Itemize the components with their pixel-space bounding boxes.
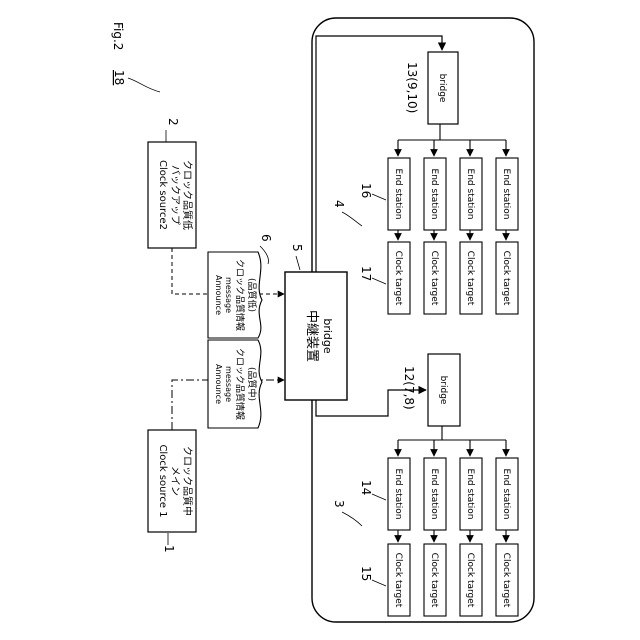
ref-12: 12(7,8) bbox=[402, 366, 416, 410]
clock-target-label: Clock target bbox=[429, 251, 439, 306]
clock-target: Clock target bbox=[424, 544, 446, 616]
announce-2-line4: (品質低) bbox=[246, 278, 258, 312]
clock-target-label: Clock target bbox=[465, 553, 475, 608]
ref-17: 17 bbox=[359, 266, 373, 281]
end-station: End station bbox=[388, 158, 410, 230]
ref-2: 2 bbox=[166, 118, 180, 126]
clock-target: Clock target bbox=[388, 242, 410, 314]
announce-2-line3: クロック品質情報 bbox=[234, 259, 246, 331]
bridge-13-label: bridge bbox=[437, 74, 447, 103]
end-station-label: End station bbox=[429, 469, 439, 520]
ref-14: 14 bbox=[359, 480, 373, 495]
clock-source-1-line3: クロック品質中 bbox=[181, 446, 194, 516]
clock-target-label: Clock target bbox=[465, 251, 475, 306]
announce-1-line4: (品質中) bbox=[246, 367, 258, 401]
end-station: End station bbox=[460, 458, 482, 530]
clock-target-label: Clock target bbox=[429, 553, 439, 608]
bridge-12-box: bridge bbox=[428, 354, 460, 426]
figure-label: Fig.2 bbox=[111, 22, 125, 50]
clock-source-1-line1: Clock source 1 bbox=[157, 444, 168, 517]
end-station-label: End station bbox=[465, 169, 475, 220]
clock-target-label: Clock target bbox=[501, 553, 511, 608]
end-station-label: End station bbox=[501, 169, 511, 220]
ref-18-leader bbox=[128, 78, 160, 92]
clock-target: Clock target bbox=[496, 544, 518, 616]
ref-6: 6 bbox=[259, 234, 273, 242]
end-station: End station bbox=[424, 458, 446, 530]
announce-1-line3: クロック品質情報 bbox=[234, 348, 246, 420]
ref-3: 3 bbox=[332, 500, 346, 508]
ref-16: 16 bbox=[359, 183, 373, 198]
ref-13: 13(9,10) bbox=[405, 62, 419, 113]
end-station-label: End station bbox=[429, 169, 439, 220]
announce-2-line2: message bbox=[224, 277, 233, 313]
clock-target-label: Clock target bbox=[393, 553, 403, 608]
relay-bridge-box: 中継装置 bridge bbox=[285, 272, 347, 400]
relay-line2: bridge bbox=[321, 318, 334, 354]
clock-target: Clock target bbox=[388, 544, 410, 616]
end-station-label: End station bbox=[393, 169, 403, 220]
clock-source-1-box: Clock source 1 メイン クロック品質中 bbox=[148, 430, 196, 532]
announce-message-2: Announce message クロック品質情報 (品質低) bbox=[208, 252, 262, 338]
clock-target-label: Clock target bbox=[501, 251, 511, 306]
announce-2-line1: Announce bbox=[214, 275, 223, 315]
announce-message-1: Announce message クロック品質情報 (品質中) bbox=[208, 340, 262, 428]
clock-target-label: Clock target bbox=[393, 251, 403, 306]
end-station-label: End station bbox=[465, 469, 475, 520]
clock-target: Clock target bbox=[460, 242, 482, 314]
clock-source-1-line2: メイン bbox=[169, 466, 180, 496]
ref-18: 18 bbox=[112, 70, 126, 85]
ref-1: 1 bbox=[162, 545, 176, 553]
bridge-13-box: bridge bbox=[428, 52, 458, 124]
clock-source-2-line2: バックアップ bbox=[169, 165, 181, 225]
end-station-label: End station bbox=[393, 469, 403, 520]
end-station: End station bbox=[496, 158, 518, 230]
end-station: End station bbox=[496, 458, 518, 530]
ref-4: 4 bbox=[332, 200, 346, 208]
clock-target: Clock target bbox=[496, 242, 518, 314]
connector-relay-bridge-13 bbox=[316, 36, 442, 272]
clock-target: Clock target bbox=[424, 242, 446, 314]
ref-5: 5 bbox=[290, 244, 304, 252]
bridge-12-label: bridge bbox=[438, 376, 448, 405]
end-station-label: End station bbox=[501, 469, 511, 520]
end-station: End station bbox=[424, 158, 446, 230]
clock-source-2-line1: Clock source2 bbox=[157, 160, 168, 230]
ref-15: 15 bbox=[359, 566, 373, 581]
end-station: End station bbox=[388, 458, 410, 530]
end-station: End station bbox=[460, 158, 482, 230]
clock-source-2-line3: クロック品質低 bbox=[181, 160, 194, 230]
announce-1-line1: Announce bbox=[214, 364, 223, 404]
clock-source-2-box: Clock source2 バックアップ クロック品質低 bbox=[148, 142, 196, 248]
clock-target: Clock target bbox=[460, 544, 482, 616]
relay-line1: 中継装置 bbox=[304, 310, 319, 362]
announce-1-line2: message bbox=[224, 366, 233, 402]
